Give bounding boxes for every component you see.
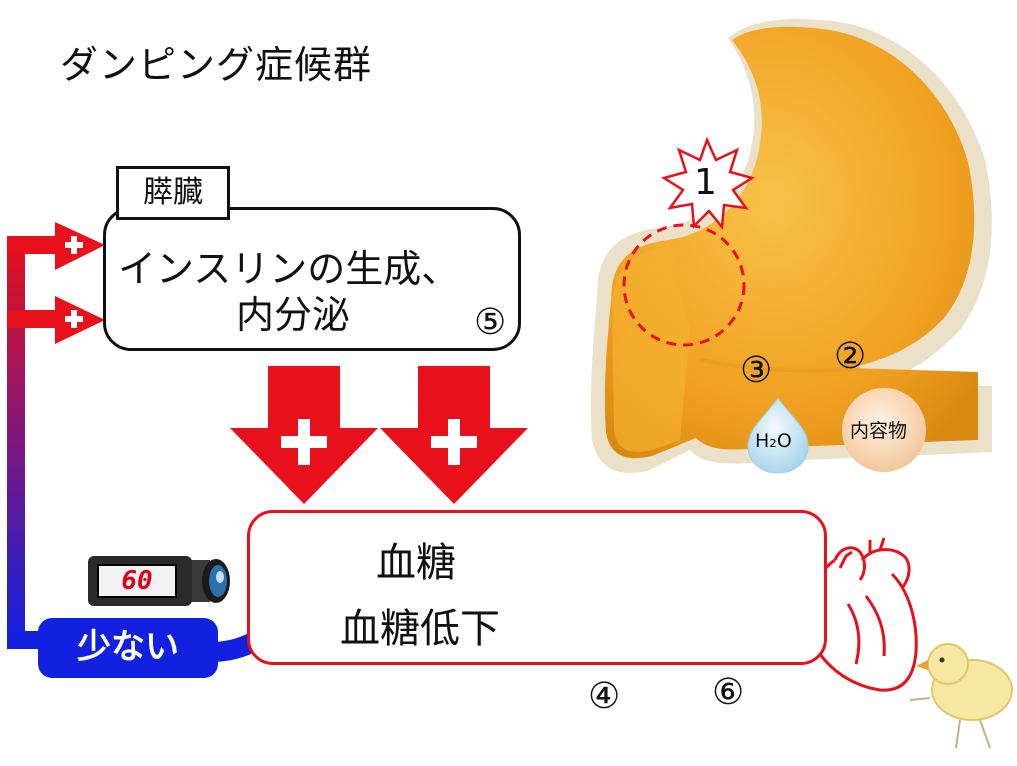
pylorus-highlight [622,223,746,347]
label-1: 1 [694,162,717,203]
starburst-icon [660,136,756,231]
water-drop-icon [747,397,809,474]
label-6: ⑥ [712,672,745,713]
blood-glucose-box [247,510,827,665]
pancreas-box [103,207,521,351]
label-2: ② [834,336,867,377]
endocrine-text: 内分泌 [236,293,351,337]
glucose-reading: 60 [97,564,177,598]
stomach-illustration [590,19,992,473]
label-3: ③ [740,350,773,391]
contents-label: 内容物 [850,420,908,442]
low-status-badge: 少ない [38,618,218,678]
pancreas-label: 膵臓 [116,166,230,220]
big-plus-arrow-left [230,366,378,504]
blood-sugar-text: 血糖 [376,540,456,586]
hypoglycemia-text: 血糖低下 [340,606,500,652]
stomach-contents-ball [842,388,926,472]
label-5: ⑤ [474,302,507,343]
h2o-label: H₂O [755,430,792,452]
insulin-production-text: インスリンの生成、 [118,247,460,291]
label-4: ④ [588,676,621,717]
sensor-lens [190,559,230,603]
feedback-path [7,222,105,649]
chick-illustration [909,643,1013,749]
page-title: ダンピング症候群 [60,43,373,87]
big-plus-arrow-right [380,366,528,504]
